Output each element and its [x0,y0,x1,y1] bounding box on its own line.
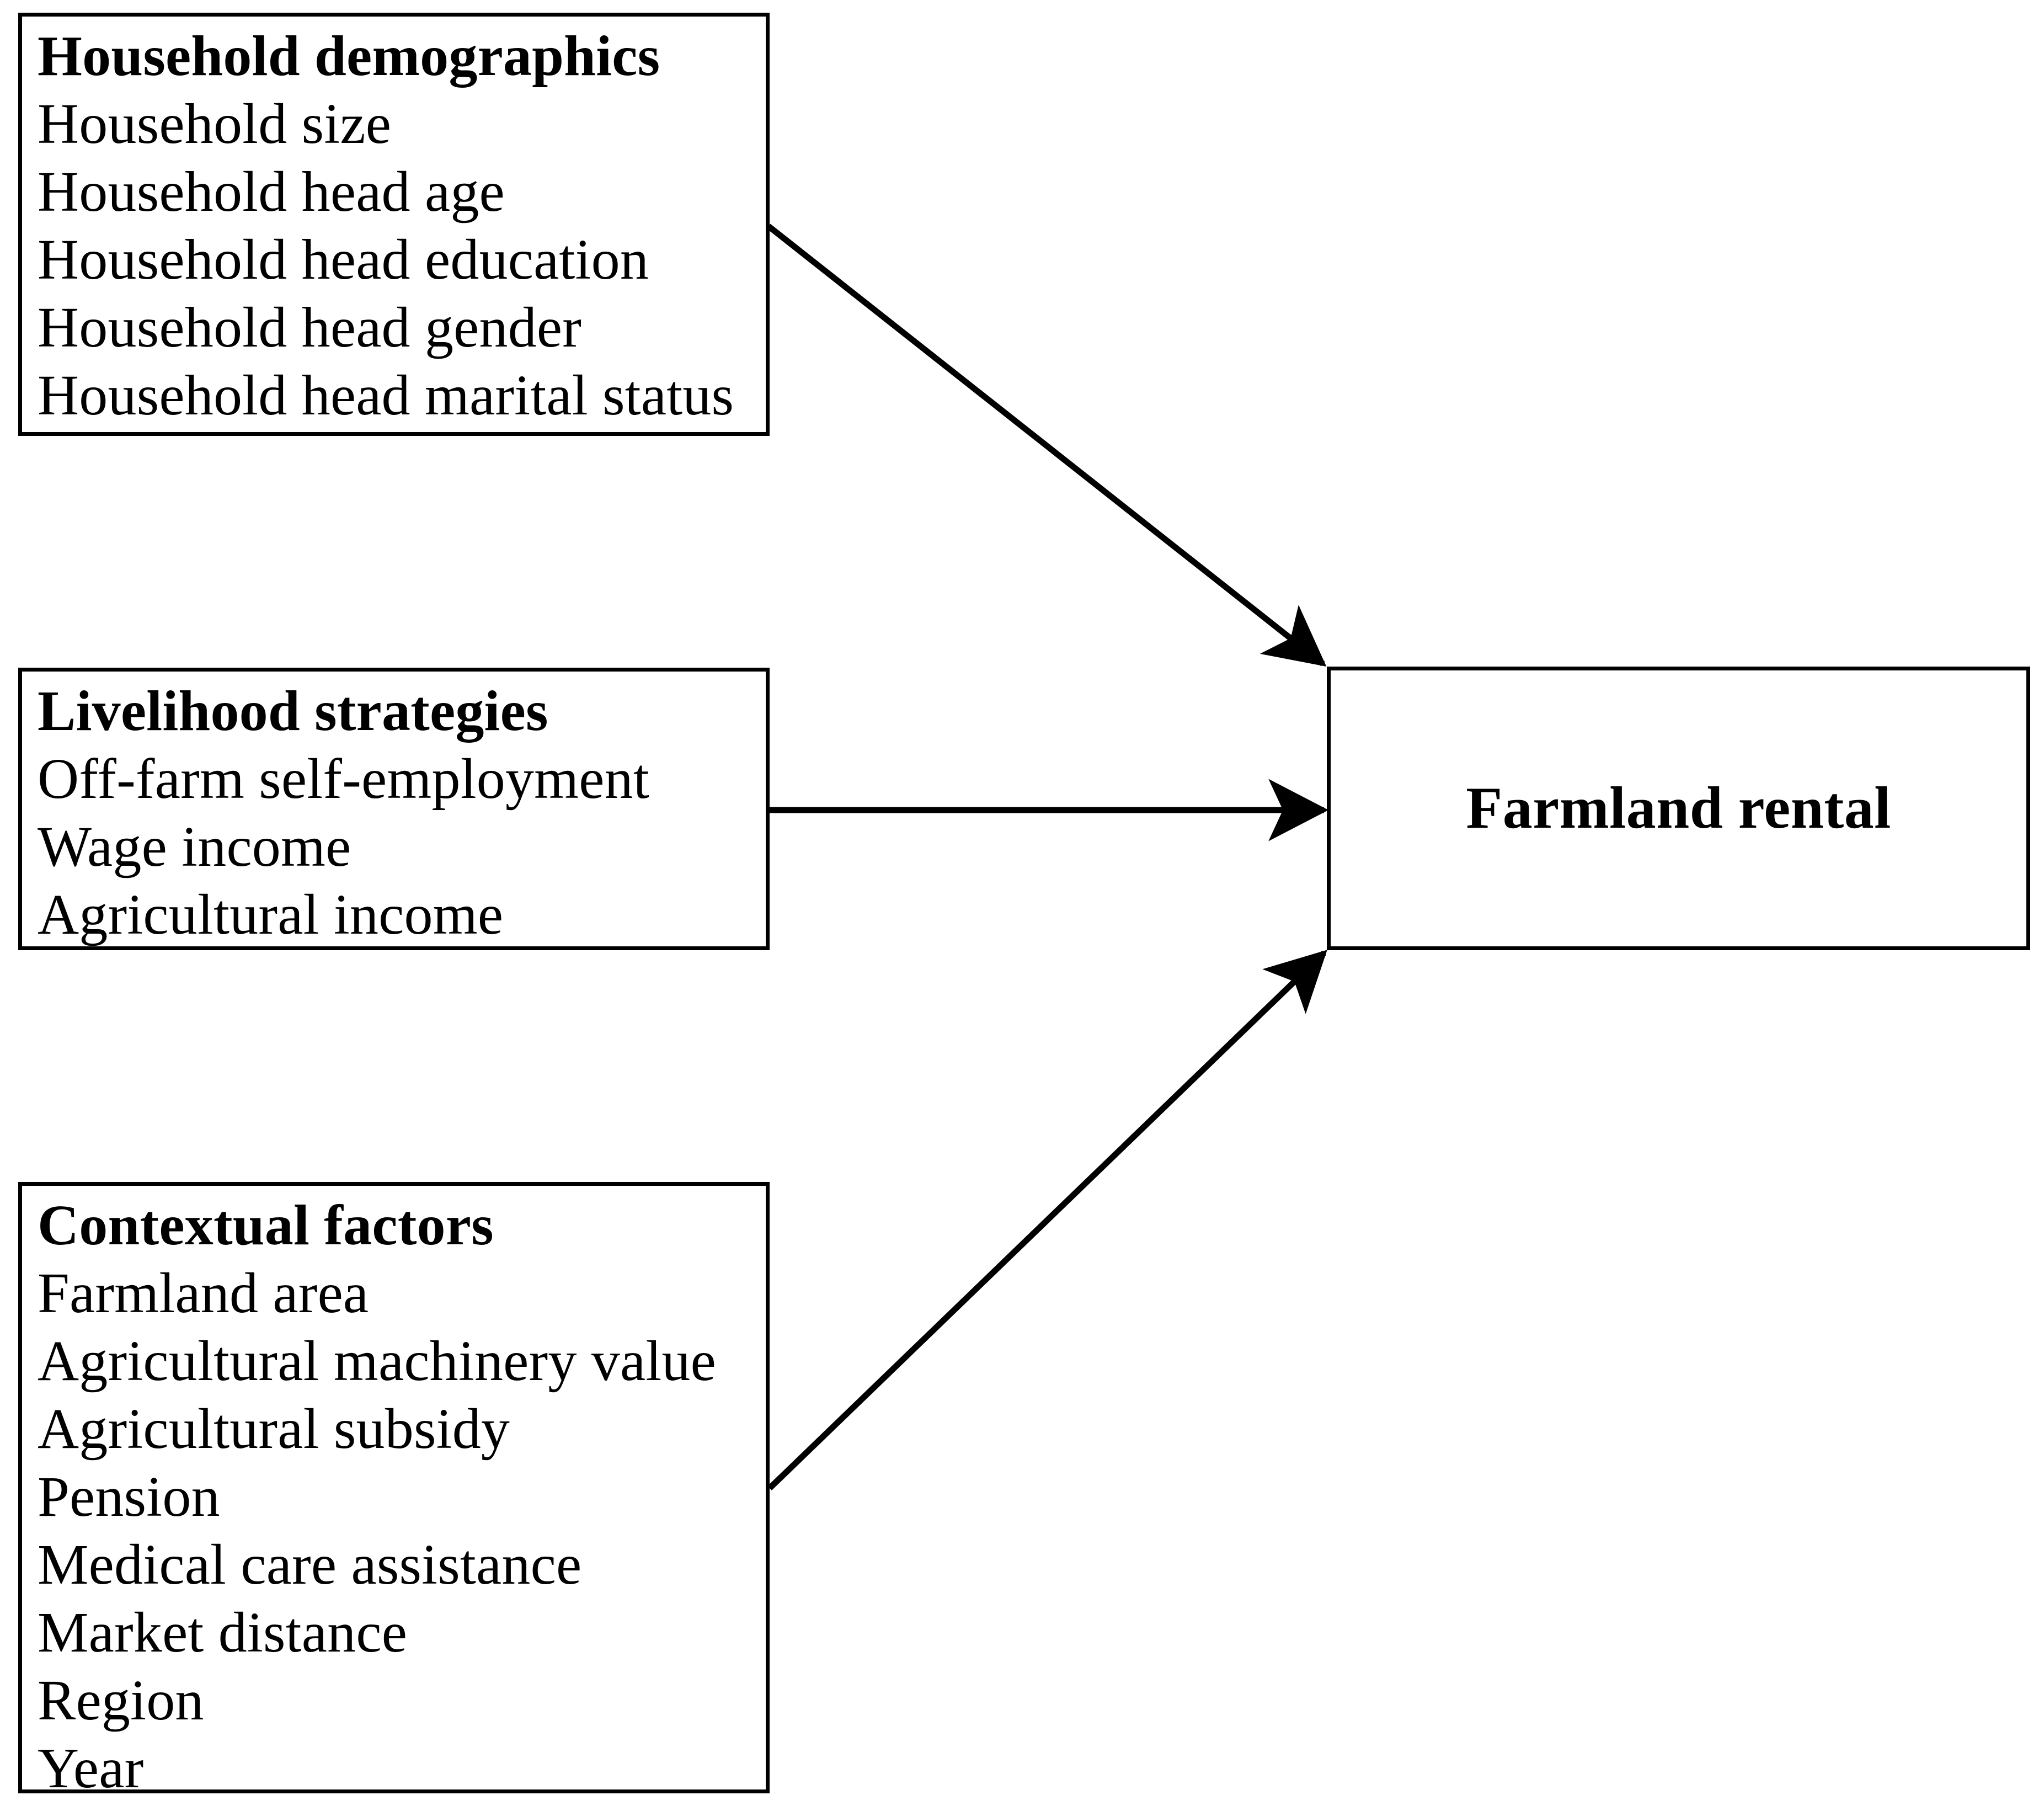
list-item: Household size [38,92,392,156]
group-heading-household-demographics: Household demographics [38,24,660,88]
list-item: Household head education [38,228,649,291]
group-items-livelihood-strategies: Livelihood strategies Off-farm self-empl… [38,677,760,949]
group-items-household-demographics: Household demographics Household size Ho… [38,22,760,429]
list-item: Household head marital status [38,364,734,427]
list-item: Household head age [38,160,505,223]
group-box-contextual-factors: Contextual factors Farmland area Agricul… [18,1182,770,1800]
group-box-household-demographics: Household demographics Household size Ho… [18,13,770,436]
list-item: Year [38,1737,144,1800]
group-heading-contextual-factors: Contextual factors [38,1194,494,1257]
list-item: Wage income [38,815,351,878]
list-item: Agricultural machinery value [38,1329,716,1393]
arrow-demographics-to-rental [766,223,1327,667]
list-item: Off-farm self-employment [38,747,649,811]
group-box-livelihood-strategies: Livelihood strategies Off-farm self-empl… [18,668,770,950]
outcome-label: Farmland rental [1466,775,1891,841]
group-items-contextual-factors: Contextual factors Farmland area Agricul… [38,1191,760,1802]
list-item: Medical care assistance [38,1533,582,1596]
list-item: Agricultural income [38,883,504,946]
group-heading-livelihood-strategies: Livelihood strategies [38,679,548,743]
list-item: Agricultural subsidy [38,1397,510,1461]
list-item: Region [38,1669,204,1732]
list-item: Household head gender [38,296,582,359]
arrow-contextual-to-rental [767,950,1327,1490]
outcome-box-farmland-rental: Farmland rental [1327,667,2030,950]
list-item: Market distance [38,1601,408,1664]
list-item: Pension [38,1465,220,1528]
list-item: Farmland area [38,1261,369,1325]
